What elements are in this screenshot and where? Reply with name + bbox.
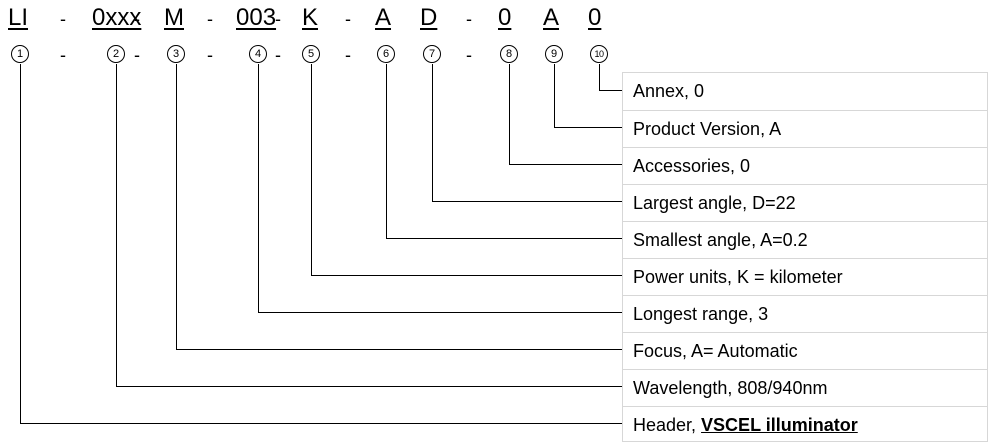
legend-row-header: Header, VSCEL illuminator (623, 406, 987, 443)
legend-label: Product Version, A (633, 119, 782, 139)
marker-separator: - (60, 45, 66, 65)
marker-circle-10: 10 (590, 45, 608, 63)
legend-label: Header, (633, 415, 702, 435)
legend-label: Accessories, 0 (633, 156, 751, 176)
code-part-2: 0xxx (92, 4, 142, 31)
connector-1 (20, 64, 622, 424)
code-separator: - (60, 9, 66, 29)
connector-2 (116, 64, 622, 387)
marker-separator: - (207, 45, 213, 65)
legend-row-annex: Annex, 0 (623, 73, 987, 110)
legend-row-wavelength: Wavelength, 808/940nm (623, 369, 987, 406)
connector-7 (432, 64, 622, 202)
code-part-9: A (543, 4, 560, 31)
legend-label: Smallest angle, A=0.2 (633, 230, 808, 250)
connector-6 (386, 64, 622, 239)
connector-4 (258, 64, 622, 313)
legend-row-power-units: Power units, K = kilometer (623, 258, 987, 295)
connector-8 (509, 64, 622, 165)
code-part-7: D (420, 4, 438, 31)
code-part-3: M (164, 4, 184, 31)
legend-label: Largest angle, D=22 (633, 193, 796, 213)
marker-separator: - (134, 45, 140, 65)
marker-circle-5: 5 (302, 45, 320, 63)
marker-circle-1: 1 (11, 45, 29, 63)
marker-circle-3: 3 (167, 45, 185, 63)
marker-circle-7: 7 (423, 45, 441, 63)
marker-circle-2: 2 (107, 45, 125, 63)
legend-row-product-version: Product Version, A (623, 110, 987, 147)
legend-row-accessories: Accessories, 0 (623, 147, 987, 184)
legend-row-focus: Focus, A= Automatic (623, 332, 987, 369)
code-part-4: 003 (236, 4, 277, 31)
legend-label: Annex, 0 (633, 81, 705, 101)
marker-circle-8: 8 (500, 45, 518, 63)
connector-3 (176, 64, 622, 350)
legend-row-smallest-angle: Smallest angle, A=0.2 (623, 221, 987, 258)
code-part-1: LI (8, 4, 29, 31)
marker-circle-4: 4 (249, 45, 267, 63)
code-separator: - (134, 9, 140, 29)
marker-circle-9: 9 (545, 45, 563, 63)
legend-label: Wavelength, 808/940nm (633, 378, 828, 398)
connector-9 (554, 64, 622, 128)
code-separator: - (466, 9, 472, 29)
legend-emphasis: VSCEL illuminator (701, 415, 858, 435)
legend-label: Focus, A= Automatic (633, 341, 798, 361)
code-part-5: K (302, 4, 319, 31)
code-part-8: 0 (498, 4, 512, 31)
connector-5 (311, 64, 622, 276)
code-part-6: A (375, 4, 392, 31)
legend-label: Power units, K = kilometer (633, 267, 843, 287)
code-separator: - (345, 9, 351, 29)
code-separator: - (275, 9, 281, 29)
legend-row-longest-range: Longest range, 3 (623, 295, 987, 332)
connector-10 (599, 64, 622, 91)
marker-separator: - (275, 45, 281, 65)
marker-circle-6: 6 (377, 45, 395, 63)
legend-row-largest-angle: Largest angle, D=22 (623, 184, 987, 221)
legend-table: Annex, 0 Product Version, A Accessories,… (622, 72, 988, 442)
marker-separator: - (466, 45, 472, 65)
code-part-10: 0 (588, 4, 602, 31)
marker-separator: - (345, 45, 351, 65)
legend-label: Longest range, 3 (633, 304, 769, 324)
code-separator: - (207, 9, 213, 29)
